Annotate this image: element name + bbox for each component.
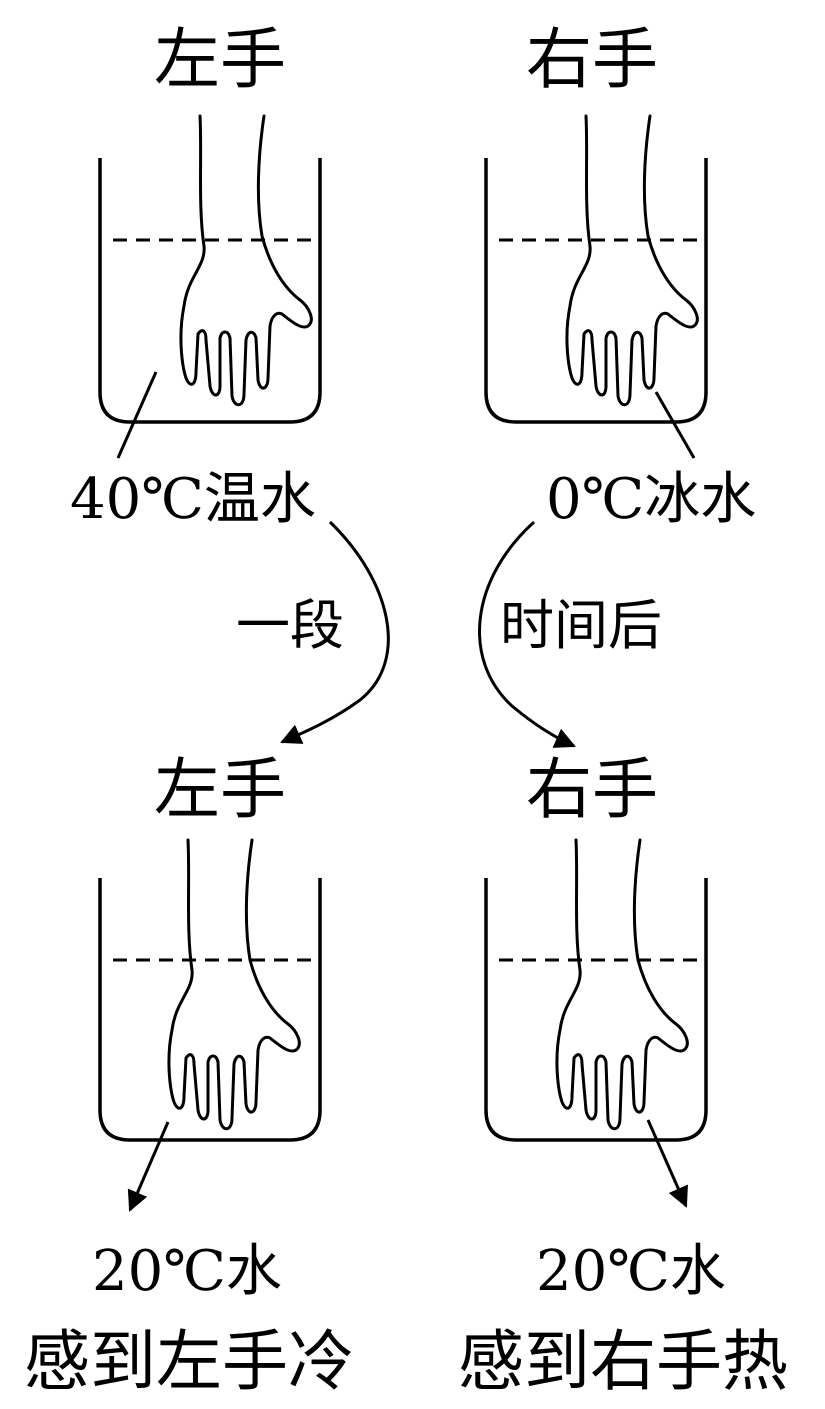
bottom-left-feeling: 感到左手冷 [24, 1323, 354, 1400]
bottom-left-beaker [98, 878, 322, 1142]
bottom-right-feeling: 感到右手热 [458, 1323, 788, 1400]
top-left-hand [179, 114, 313, 407]
top-left-pointer-line [116, 371, 158, 459]
top-left-beaker [98, 158, 322, 424]
bottom-right-arrow [646, 1119, 688, 1208]
transition: 一段 时间后 [236, 520, 662, 748]
top-right-water-label: 0℃冰水 [546, 467, 756, 532]
top-left-water-label: 40℃温水 [70, 467, 316, 532]
bottom-right-water-label: 20℃水 [536, 1239, 726, 1304]
bottom-right-beaker [484, 878, 708, 1142]
right-curved-arrow [478, 520, 576, 748]
transition-left-text: 一段 [236, 594, 344, 657]
top-right-hand [565, 114, 699, 407]
top-right-hand-label: 右手 [526, 21, 658, 98]
bottom-left-panel: 左手 20℃水 感到左手冷 [24, 751, 354, 1400]
top-right-panel: 右手 0℃冰水 [484, 21, 756, 532]
top-left-hand-label: 左手 [154, 21, 286, 98]
top-right-beaker [484, 158, 708, 424]
left-curved-arrow [280, 520, 390, 744]
bottom-right-hand [555, 838, 689, 1131]
bottom-left-hand-label: 左手 [154, 751, 286, 828]
top-right-pointer-line [654, 391, 696, 459]
bottom-right-hand-label: 右手 [526, 751, 658, 828]
transition-right-text: 时间后 [500, 594, 662, 657]
top-left-panel: 左手 40℃温水 [70, 21, 322, 532]
bottom-left-hand [167, 838, 301, 1131]
bottom-left-arrow [127, 1121, 170, 1212]
bottom-left-water-label: 20℃水 [92, 1239, 282, 1304]
bottom-right-panel: 右手 20℃水 感到右手热 [458, 751, 788, 1400]
